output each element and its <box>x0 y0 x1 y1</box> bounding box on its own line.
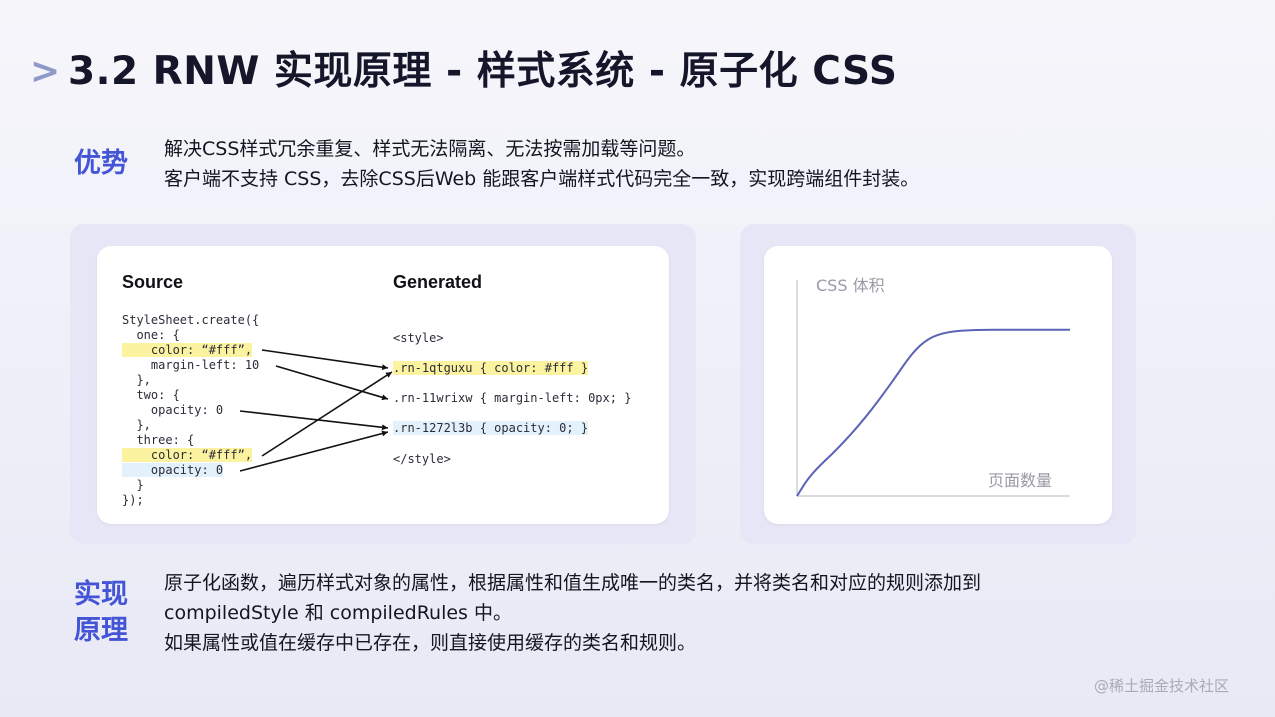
generated-highlight: .rn-1qtguxu { color: #fff } <box>393 361 589 375</box>
generated-line: .rn-1272l3b { opacity: 0; } <box>393 421 589 436</box>
generated-line: .rn-11wrixw { margin-left: 0px; } <box>393 391 632 405</box>
advantage-line: 客户端不支持 CSS，去除CSS后Web 能跟客户端样式代码完全一致，实现跨端组… <box>164 168 920 190</box>
generated-highlight-blue: .rn-1272l3b { opacity: 0; } <box>393 421 589 435</box>
implementation-text: 原子化函数，遍历样式对象的属性，根据属性和值生成唯一的类名，并将类名和对应的规则… <box>164 568 981 658</box>
source-line: margin-left: 10 <box>122 358 260 372</box>
generated-line: </style> <box>393 452 451 466</box>
source-line: opacity: 0 <box>122 403 224 417</box>
title-chevron-icon: > <box>30 51 61 92</box>
source-line: color: “#fff”, <box>122 343 253 358</box>
source-line: } <box>122 478 144 492</box>
source-line: }, <box>122 373 151 387</box>
generated-heading: Generated <box>393 272 483 292</box>
generated-line: .rn-1qtguxu { color: #fff } <box>393 361 589 376</box>
source-highlight: color: “#fff”, <box>122 448 253 462</box>
watermark: @稀土掘金技术社区 <box>1094 677 1230 695</box>
source-line: color: “#fff”, <box>122 448 253 463</box>
source-line: }); <box>122 493 144 507</box>
chart-x-label: 页面数量 <box>988 471 1053 490</box>
source-highlight-blue: opacity: 0 <box>122 463 224 477</box>
source-line: opacity: 0 <box>122 463 224 478</box>
source-line: }, <box>122 418 151 432</box>
slide-title: 3.2 RNW 实现原理 - 样式系统 - 原子化 CSS <box>68 49 898 94</box>
implementation-line: 原子化函数，遍历样式对象的属性，根据属性和值生成唯一的类名，并将类名和对应的规则… <box>164 572 982 594</box>
implementation-line: compiledStyle 和 compiledRules 中。 <box>164 602 512 624</box>
advantage-text: 解决CSS样式冗余重复、样式无法隔离、无法按需加载等问题。 客户端不支持 CSS… <box>164 134 919 194</box>
implementation-line: 如果属性或值在缓存中已存在，则直接使用缓存的类名和规则。 <box>164 632 697 654</box>
advantage-label: 优势 <box>74 148 128 179</box>
source-heading: Source <box>122 272 184 292</box>
chart-y-label: CSS 体积 <box>816 276 885 295</box>
source-line: one: { <box>122 328 180 342</box>
advantage-line: 解决CSS样式冗余重复、样式无法隔离、无法按需加载等问题。 <box>164 138 696 160</box>
source-line: StyleSheet.create({ <box>122 313 260 327</box>
generated-line: <style> <box>393 331 444 345</box>
source-highlight: color: “#fff”, <box>122 343 253 357</box>
implementation-label: 实现原理 <box>74 579 128 646</box>
source-line: three: { <box>122 433 195 447</box>
source-line: two: { <box>122 388 180 402</box>
